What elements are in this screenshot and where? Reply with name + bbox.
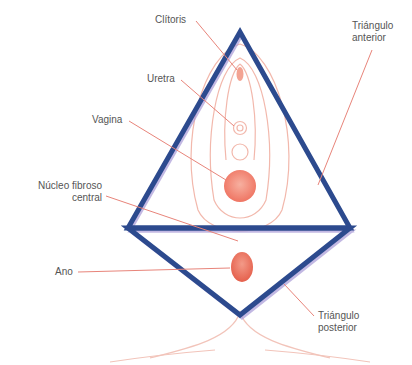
anterior-triangle [128,32,350,228]
anus-shape [231,252,253,282]
leader-line [129,121,226,180]
leader-line [106,196,238,241]
part-label: Uretra [147,73,175,85]
leader-line [284,284,314,316]
leader-line [196,21,237,70]
part-label: Ano [55,266,73,278]
leader-line [181,80,234,126]
perineal-triangles [128,32,350,315]
part-label: Vagina [92,114,122,126]
posterior-triangle [128,228,350,315]
part-label: Clítoris [155,14,186,26]
part-label: Triángulo anterior [352,20,408,44]
vagina-shape [224,170,256,202]
leader-line [318,50,372,185]
leader-line [78,268,230,272]
leader-lines [78,21,372,316]
vulva-outline [191,44,289,231]
part-label: Triángulo posterior [318,310,378,334]
part-label: Núcleo fibroso central [20,180,102,204]
clitoris-shape [237,67,244,81]
